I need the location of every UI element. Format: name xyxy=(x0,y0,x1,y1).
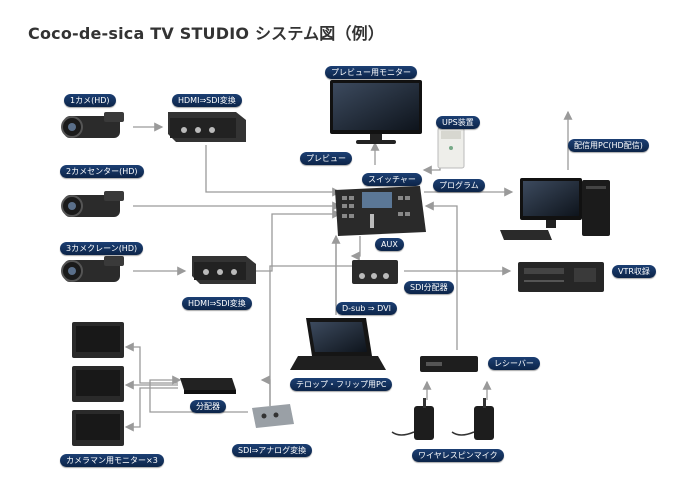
line-dist-to-mon3 xyxy=(124,387,178,432)
cameraman-monitor-1-icon xyxy=(72,322,124,358)
wireless-mic-1-icon xyxy=(391,398,434,440)
camera1-icon xyxy=(61,112,124,138)
label-sdi-dist: SDI分配器 xyxy=(404,281,454,294)
label-telop-pc: テロップ・フリップ用PC xyxy=(290,378,393,391)
switcher-icon xyxy=(335,186,426,236)
cameraman-monitor-2-icon xyxy=(72,366,124,402)
line-dist-to-mon1 xyxy=(124,342,178,384)
label-camera2: 2カメセンター(HD) xyxy=(60,165,144,178)
label-preview-monitor: プレビュー用モニター xyxy=(325,66,417,79)
label-switcher: スイッチャー xyxy=(362,173,422,186)
page-title: Coco-de-sica TV STUDIO システム図（例） xyxy=(28,24,385,43)
camera2-icon xyxy=(61,191,124,217)
label-ups: UPS装置 xyxy=(436,116,480,129)
wireless-mic-2-icon xyxy=(451,398,494,440)
label-distributor: 分配器 xyxy=(190,400,226,413)
hdmi-sdi-converter-bottom-icon xyxy=(192,256,256,284)
cameraman-monitor-3-icon xyxy=(72,410,124,446)
label-camera3: 3カメクレーン(HD) xyxy=(60,242,144,255)
label-dsub-dvi: D-sub ⇒ DVI xyxy=(336,302,398,315)
streaming-pc-icon xyxy=(500,178,610,240)
line-hdmi1-to-switcher xyxy=(205,145,342,197)
preview-monitor-icon xyxy=(330,80,422,144)
label-vtr: VTR収録 xyxy=(612,265,656,278)
telop-laptop-icon xyxy=(290,318,386,370)
line-sdi-to-analog xyxy=(269,265,352,406)
camera3-icon xyxy=(61,256,124,282)
hdmi-sdi-converter-top-icon xyxy=(168,112,246,142)
label-streaming-pc: 配信用PC(HD配信) xyxy=(568,139,649,152)
label-hdmi-sdi-top: HDMI⇒SDI変換 xyxy=(172,94,242,107)
line-hdmi2-to-switcher xyxy=(255,209,342,272)
label-preview: プレビュー xyxy=(300,152,352,165)
sdi-analog-converter-icon xyxy=(252,404,294,428)
label-program: プログラム xyxy=(433,179,485,192)
distributor-icon xyxy=(180,378,236,394)
label-receiver: レシーバー xyxy=(488,357,540,370)
receiver-icon xyxy=(420,356,478,372)
label-sdi-analog: SDI⇒アナログ変換 xyxy=(232,444,313,457)
connection-lines xyxy=(124,110,573,432)
line-receiver-to-switcher xyxy=(424,201,458,350)
vtr-icon xyxy=(518,262,604,292)
line-aux-to-sdi xyxy=(350,236,361,261)
sdi-distributor-icon xyxy=(352,260,398,284)
label-camera1: 1カメ(HD) xyxy=(64,94,116,107)
label-cameraman-monitor: カメラマン用モニター×3 xyxy=(60,454,164,467)
label-aux: AUX xyxy=(375,238,404,251)
label-hdmi-sdi-bottom: HDMI⇒SDI変換 xyxy=(182,297,252,310)
label-wireless-mic: ワイヤレスピンマイク xyxy=(412,449,504,462)
ups-icon xyxy=(437,127,465,169)
